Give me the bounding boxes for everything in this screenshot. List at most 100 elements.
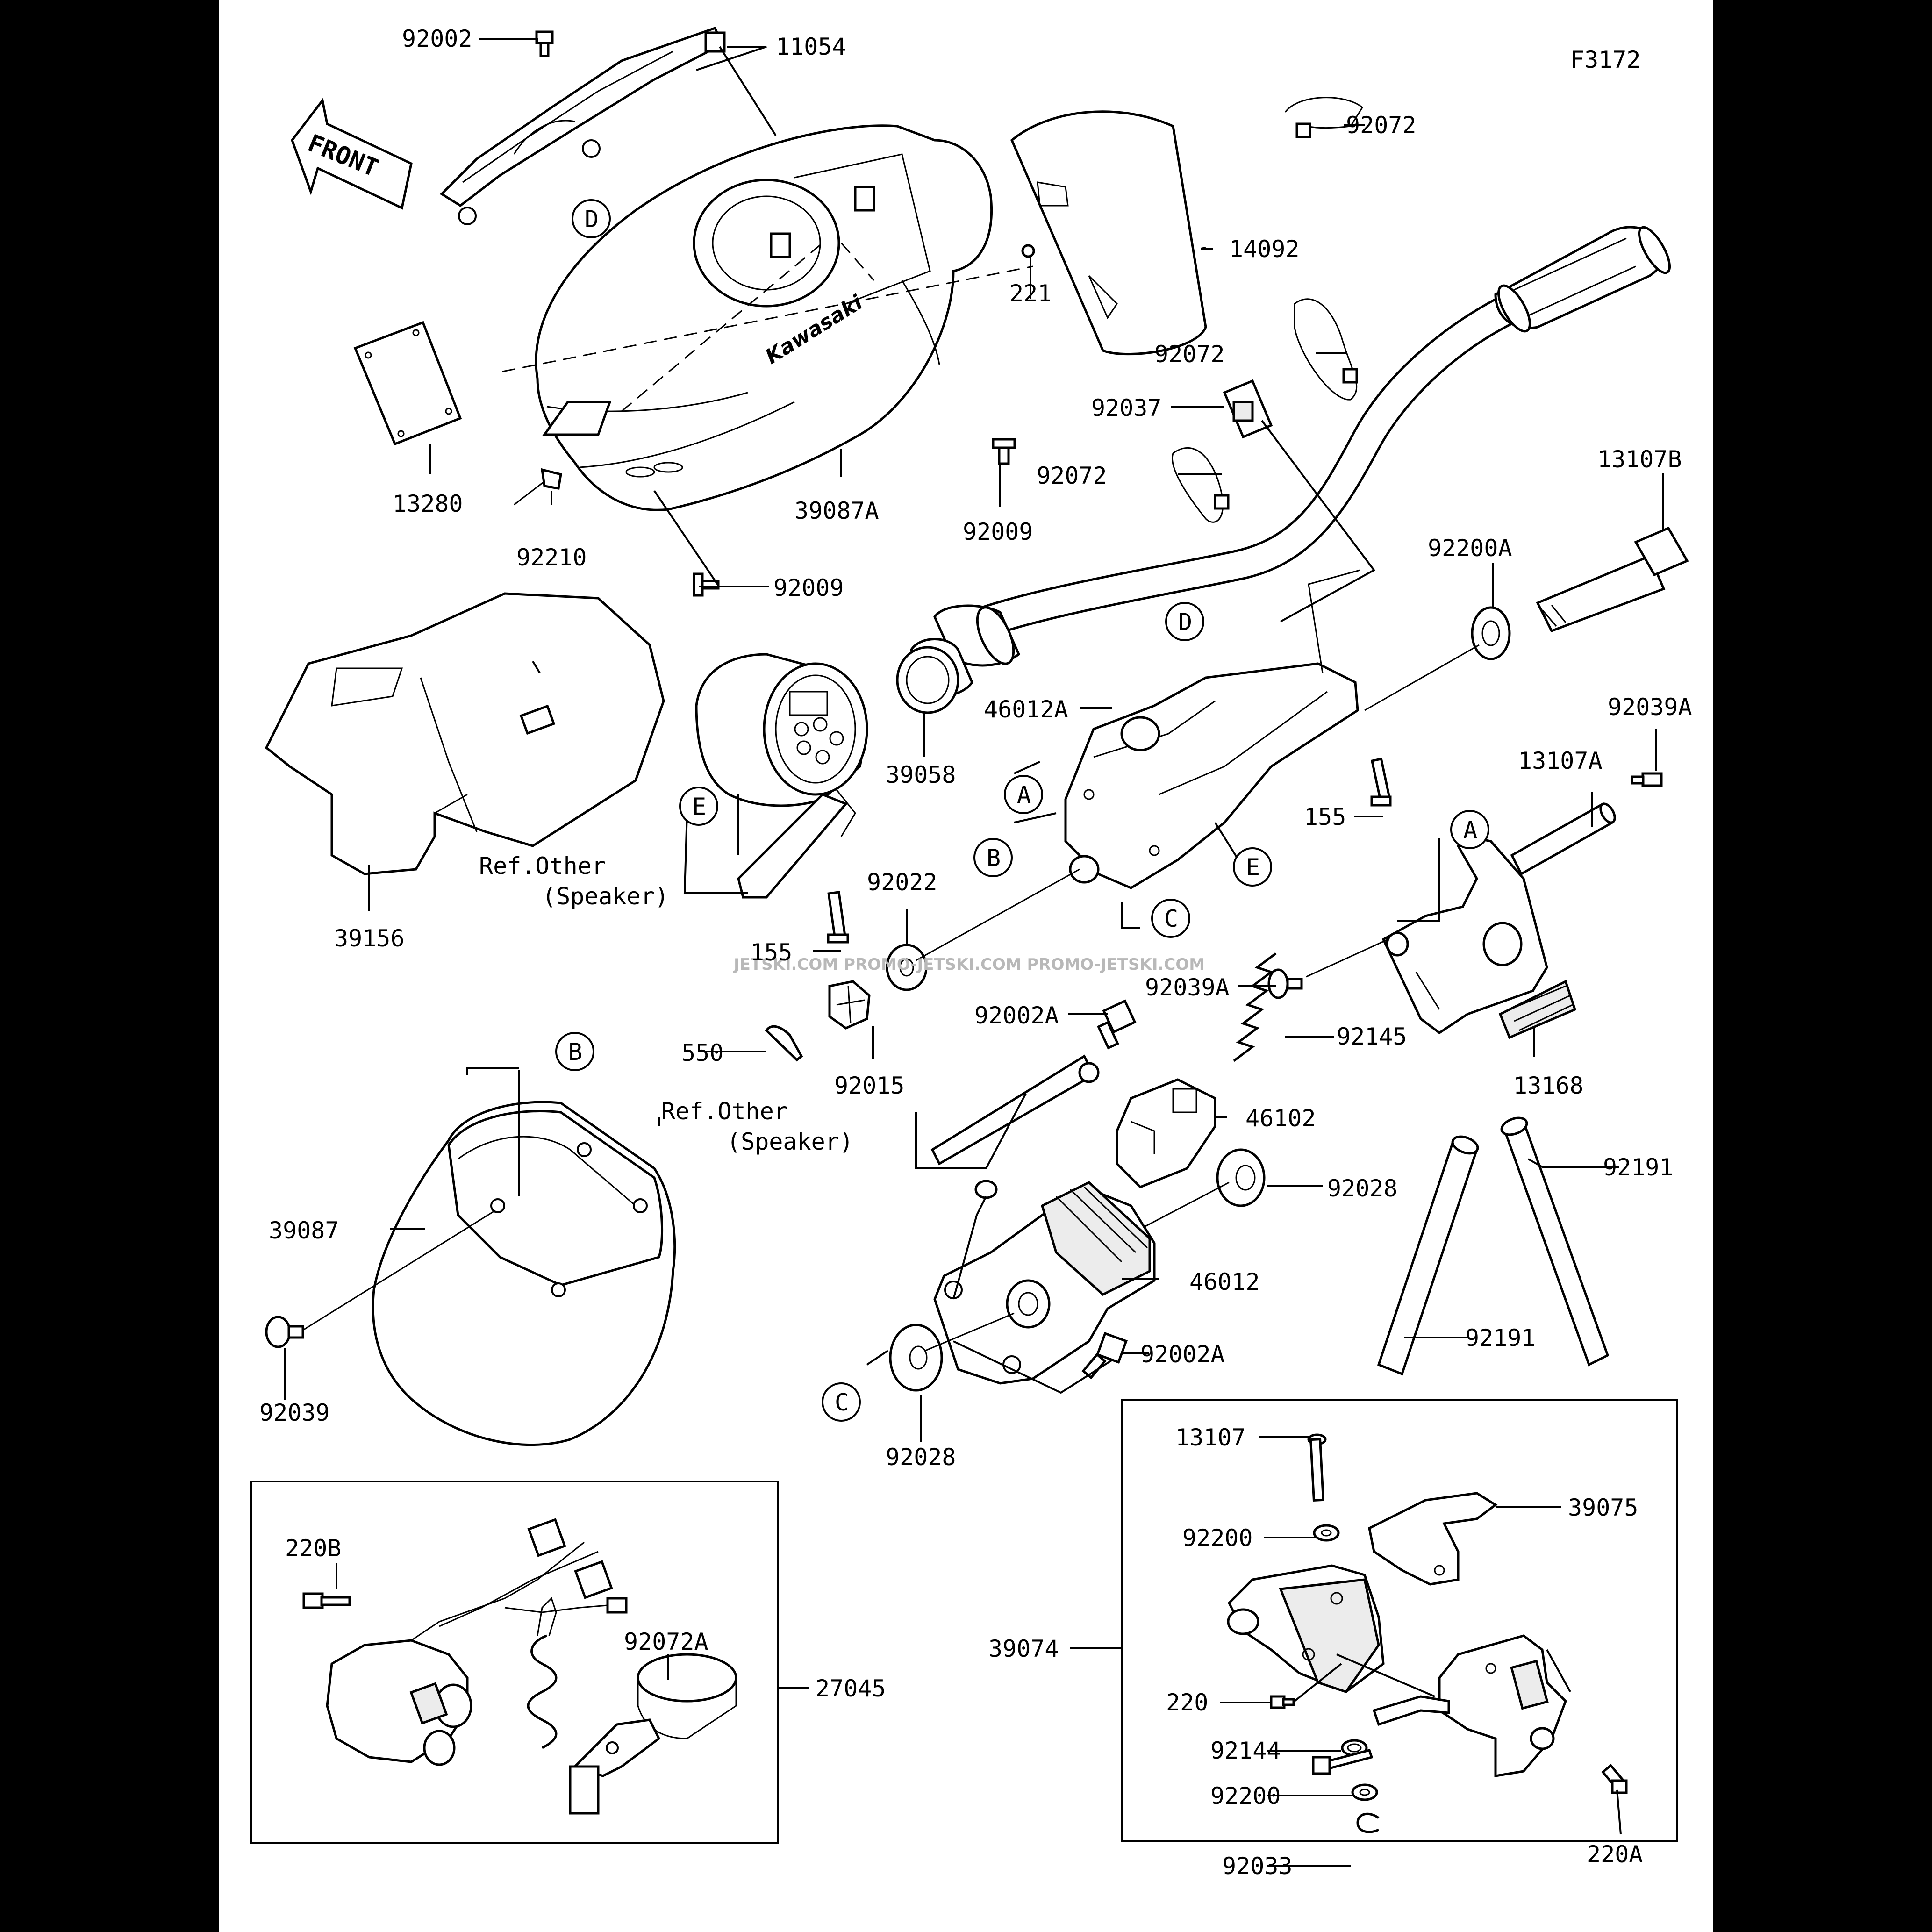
label-92200A: 92200A <box>1428 535 1512 562</box>
cover-39075 <box>1368 1492 1498 1586</box>
cover-14092 <box>1010 110 1207 356</box>
screw-220 <box>1270 1695 1295 1709</box>
holder-46012 <box>933 1181 1156 1385</box>
switch-46102 <box>1116 1078 1216 1188</box>
washer-92022 <box>886 944 928 991</box>
label-39075: 39075 <box>1568 1494 1639 1521</box>
label-92009-right: 92009 <box>963 518 1033 545</box>
clamp-92072A <box>527 1597 737 1815</box>
callout-c-low: C <box>835 1389 849 1416</box>
pivot-pin <box>1312 1748 1374 1775</box>
label-46012: 46012 <box>1189 1268 1260 1295</box>
label-92028-low: 92028 <box>886 1444 956 1471</box>
rod-92191-right <box>1500 1116 1610 1367</box>
label-92002A-top: 92002A <box>974 1002 1059 1029</box>
washer-92200A <box>1471 606 1511 660</box>
label-92145: 92145 <box>1337 1023 1407 1050</box>
label-550: 550 <box>681 1039 723 1066</box>
label-92037: 92037 <box>1091 394 1162 422</box>
label-92033: 92033 <box>1222 1853 1293 1880</box>
label-220B: 220B <box>285 1535 341 1562</box>
label-92039A-top: 92039A <box>1608 694 1692 721</box>
leader-lines <box>284 38 1664 1867</box>
label-155-right: 155 <box>1304 803 1346 830</box>
label-92210: 92210 <box>516 544 587 571</box>
label-39087: 39087 <box>269 1217 339 1244</box>
label-92039A-mid: 92039A <box>1145 974 1230 1001</box>
circlip-92033 <box>1356 1812 1380 1833</box>
screw-220B <box>302 1592 351 1609</box>
washer-92028-low <box>889 1324 943 1392</box>
label-92022: 92022 <box>867 869 937 896</box>
front-arrow: FRONT <box>291 98 413 210</box>
label-39156: 39156 <box>334 925 405 952</box>
label-220: 220 <box>1166 1689 1208 1716</box>
label-92015: 92015 <box>834 1072 905 1099</box>
callout-b-low: B <box>568 1038 582 1066</box>
screw-92002 <box>535 30 554 57</box>
label-220A: 220A <box>1587 1841 1643 1868</box>
label-92028-right: 92028 <box>1327 1175 1398 1202</box>
cotter-pin-550 <box>765 1025 803 1062</box>
label-92072-mid: 92072 <box>1154 341 1225 368</box>
label-ref-speaker-1-a: Ref.Other <box>479 852 606 880</box>
clip-92039A-top <box>1631 772 1663 787</box>
label-46102: 46102 <box>1245 1105 1316 1132</box>
switch-harness-27045 <box>326 1518 628 1766</box>
label-13107: 13107 <box>1175 1424 1246 1451</box>
clip-92039 <box>265 1316 304 1348</box>
label-92009-left: 92009 <box>773 574 844 601</box>
callout-e-left: E <box>692 793 706 820</box>
bracket-13168 <box>1381 835 1577 1039</box>
label-92072A: 92072A <box>624 1628 708 1655</box>
washer-92200-top <box>1313 1524 1340 1542</box>
label-ref-speaker-2-a: Ref.Other <box>661 1098 788 1125</box>
callout-c-mid: C <box>1164 905 1178 932</box>
label-92191-top: 92191 <box>1603 1154 1674 1181</box>
callout-a-right: A <box>1463 816 1477 844</box>
cover-39087 <box>372 1101 676 1446</box>
screw-92002A-low <box>1081 1332 1128 1380</box>
label-92072-low: 92072 <box>1037 462 1107 489</box>
label-39087A: 39087A <box>794 497 879 524</box>
label-92144: 92144 <box>1210 1737 1281 1764</box>
spring-92145 <box>1233 952 1277 1062</box>
band-92072-low <box>1172 447 1230 523</box>
label-92200-low: 92200 <box>1210 1782 1281 1810</box>
box-39074 <box>1121 1399 1678 1842</box>
clip-92210 <box>514 468 562 506</box>
label-13168: 13168 <box>1513 1072 1584 1099</box>
label-13107A: 13107A <box>1518 747 1603 774</box>
label-13107B: 13107B <box>1597 446 1682 473</box>
box-27045 <box>250 1481 779 1844</box>
clip-92039A-mid <box>1267 968 1303 999</box>
band-92072-top <box>1284 97 1363 138</box>
rod-13107A <box>1510 802 1616 876</box>
label-13280: 13280 <box>393 490 463 517</box>
part-labels: 92002 11054 92072 14092 221 92072 92037 … <box>259 25 1692 1880</box>
callout-b-left: B <box>987 844 1001 872</box>
switch-body <box>1372 1634 1567 1777</box>
screw-92009-left <box>693 572 720 597</box>
clamp-92037 <box>1223 379 1273 439</box>
label-11054: 11054 <box>776 33 846 60</box>
handle-cover-39087A: Kawasaki <box>535 124 993 511</box>
nut-92015 <box>828 980 871 1030</box>
label-39058: 39058 <box>886 761 956 788</box>
callout-d-top: D <box>585 206 599 233</box>
speaker-bracket <box>930 1054 1100 1199</box>
figure-id: F3172 <box>1570 46 1641 73</box>
label-ref-speaker-2-b: (Speaker) <box>727 1128 853 1155</box>
bolt-13107B <box>1536 526 1689 633</box>
screw-92002A-top <box>1097 999 1137 1050</box>
screw-155-right <box>1370 757 1392 807</box>
lever-housing <box>1227 1564 1385 1693</box>
label-155-left: 155 <box>750 939 792 966</box>
clip-221 <box>1021 244 1035 258</box>
meter-unit <box>695 653 868 899</box>
washer-92200-low <box>1351 1783 1378 1801</box>
screw-155-left <box>827 891 849 944</box>
callout-a-left: A <box>1017 781 1031 809</box>
